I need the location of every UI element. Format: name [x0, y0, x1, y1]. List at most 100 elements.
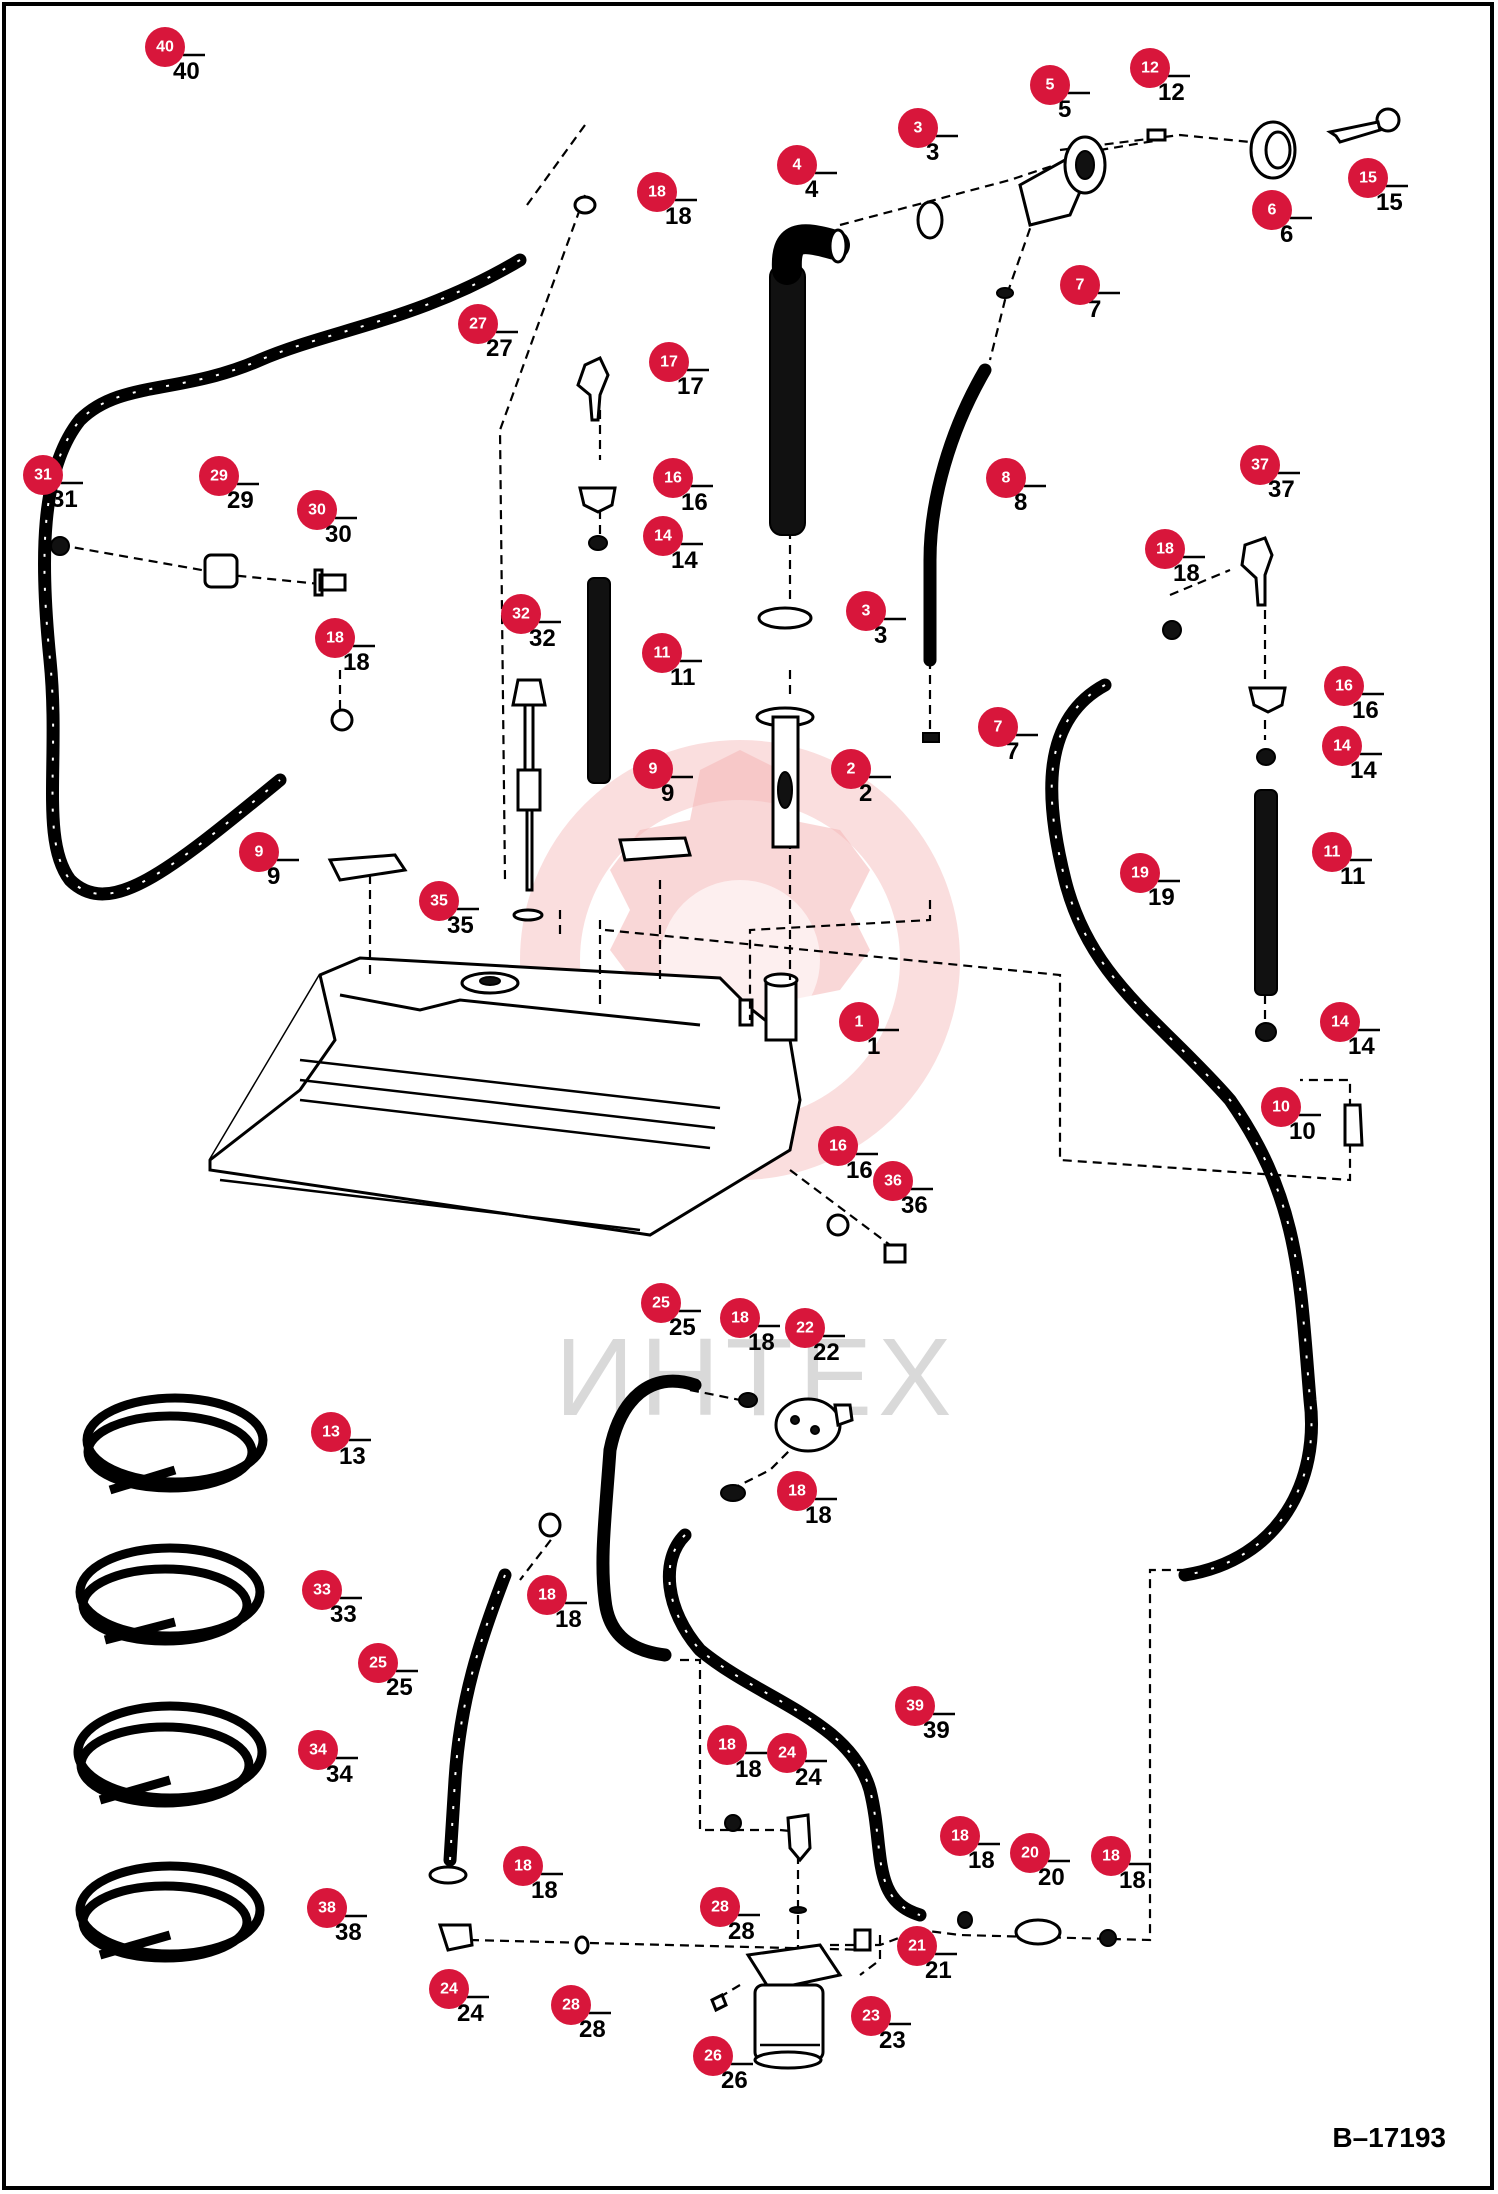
callout-4[interactable]: 4 — [777, 145, 837, 185]
callout-label: 38 — [318, 1900, 336, 1917]
callout-1[interactable]: 1 — [839, 1002, 899, 1042]
callout-39[interactable]: 39 — [895, 1686, 955, 1726]
callout-16[interactable]: 16 — [818, 1126, 878, 1166]
callout-16[interactable]: 16 — [653, 458, 713, 498]
callout-label: 22 — [796, 1320, 814, 1337]
callout-18[interactable]: 18 — [503, 1846, 563, 1886]
clamp-3-lower — [757, 606, 813, 630]
printed-number: 8 — [1014, 489, 1027, 516]
callout-label: 18 — [788, 1483, 806, 1500]
callout-24[interactable]: 24 — [767, 1733, 827, 1773]
callout-label: 18 — [514, 1858, 532, 1875]
callout-9[interactable]: 9 — [239, 832, 299, 872]
callout-14[interactable]: 14 — [1320, 1002, 1380, 1042]
callout-18[interactable]: 18 — [707, 1725, 767, 1765]
callout-22[interactable]: 22 — [785, 1308, 845, 1348]
callout-18[interactable]: 18 — [940, 1816, 1000, 1856]
callout-2[interactable]: 2 — [831, 749, 891, 789]
callout-label: 35 — [430, 893, 448, 910]
callout-6[interactable]: 6 — [1252, 190, 1312, 230]
callout-13[interactable]: 13 — [311, 1412, 371, 1452]
callout-label: 24 — [440, 1981, 458, 1998]
callout-23[interactable]: 23 — [851, 1996, 911, 2036]
printed-number: 1 — [867, 1033, 880, 1060]
fitting-24-lower — [437, 1923, 474, 1952]
callout-label: 7 — [994, 719, 1003, 736]
callout-label: 16 — [664, 470, 682, 487]
callout-26[interactable]: 26 — [693, 2036, 753, 2076]
callout-8[interactable]: 8 — [986, 458, 1046, 498]
callout-28[interactable]: 28 — [551, 1985, 611, 2025]
ring-18-top — [573, 195, 597, 215]
clip-29 — [203, 553, 239, 589]
callout-label: 28 — [711, 1899, 729, 1916]
callout-7[interactable]: 7 — [978, 707, 1038, 747]
callout-37[interactable]: 37 — [1240, 445, 1300, 485]
ring-18-right — [1162, 620, 1182, 640]
callout-5[interactable]: 5 — [1030, 65, 1090, 105]
ring-18-hose-25 — [538, 1512, 562, 1538]
callout-11[interactable]: 11 — [1312, 832, 1372, 872]
strainer-20 — [1014, 1918, 1062, 1946]
callout-24[interactable]: 24 — [429, 1969, 489, 2009]
callout-21[interactable]: 21 — [897, 1926, 957, 1966]
screw-12 — [1146, 128, 1167, 142]
callout-11[interactable]: 11 — [642, 633, 702, 673]
callout-17[interactable]: 17 — [649, 342, 709, 382]
callout-38[interactable]: 38 — [307, 1888, 367, 1928]
callout-12[interactable]: 12 — [1130, 48, 1190, 88]
callout-36[interactable]: 36 — [873, 1161, 933, 1201]
sending-unit-32 — [511, 678, 547, 892]
callout-40[interactable]: 40 — [145, 27, 205, 67]
ring-28 — [789, 1906, 807, 1914]
callout-18[interactable]: 18 — [1091, 1836, 1151, 1876]
callout-25[interactable]: 25 — [641, 1283, 701, 1323]
callout-9[interactable]: 9 — [633, 749, 693, 789]
callout-18[interactable]: 18 — [315, 618, 375, 658]
callout-label: 18 — [538, 1587, 556, 1604]
callout-15[interactable]: 15 — [1348, 158, 1408, 198]
callout-16[interactable]: 16 — [1324, 666, 1384, 706]
callout-18[interactable]: 18 — [720, 1298, 780, 1338]
callout-35[interactable]: 35 — [419, 881, 479, 921]
callout-18[interactable]: 18 — [637, 172, 697, 212]
callout-18[interactable]: 18 — [1145, 529, 1205, 569]
callout-28[interactable]: 28 — [700, 1887, 760, 1927]
ring-14-right-upper — [1256, 748, 1276, 766]
ring-14-right-lower — [1255, 1022, 1277, 1042]
callout-3[interactable]: 3 — [898, 108, 958, 148]
callout-label: 15 — [1359, 170, 1377, 187]
callout-label: 16 — [1335, 678, 1353, 695]
callout-18[interactable]: 18 — [527, 1575, 587, 1615]
callout-label: 28 — [562, 1997, 580, 2014]
callout-27[interactable]: 27 — [458, 304, 518, 344]
ring-18-strainer-right — [1099, 1929, 1117, 1947]
printed-number: 5 — [1058, 96, 1071, 123]
bolt-36 — [883, 1243, 907, 1264]
callout-3[interactable]: 3 — [846, 591, 906, 631]
callout-25[interactable]: 25 — [358, 1643, 418, 1683]
screw-26 — [710, 1992, 728, 2013]
pickup-tube-2 — [755, 706, 815, 849]
callout-14[interactable]: 14 — [643, 516, 703, 556]
callout-7[interactable]: 7 — [1060, 265, 1120, 305]
callout-label: 39 — [906, 1698, 924, 1715]
callout-30[interactable]: 30 — [297, 490, 357, 530]
callout-20[interactable]: 20 — [1010, 1833, 1070, 1873]
callout-29[interactable]: 29 — [199, 456, 259, 496]
callout-33[interactable]: 33 — [302, 1570, 362, 1610]
callout-32[interactable]: 32 — [501, 594, 561, 634]
printed-number: 7 — [1006, 738, 1019, 765]
callout-18[interactable]: 18 — [777, 1471, 837, 1511]
callout-label: 26 — [704, 2048, 722, 2065]
callout-34[interactable]: 34 — [298, 1730, 358, 1770]
callout-14[interactable]: 14 — [1322, 726, 1382, 766]
small-parts — [50, 107, 1401, 2070]
fuel-tank — [208, 956, 802, 1237]
callout-31[interactable]: 31 — [23, 455, 83, 495]
callout-19[interactable]: 19 — [1120, 853, 1180, 893]
fitting-17 — [576, 356, 610, 422]
callout-10[interactable]: 10 — [1261, 1087, 1321, 1127]
callout-label: 9 — [255, 844, 264, 861]
